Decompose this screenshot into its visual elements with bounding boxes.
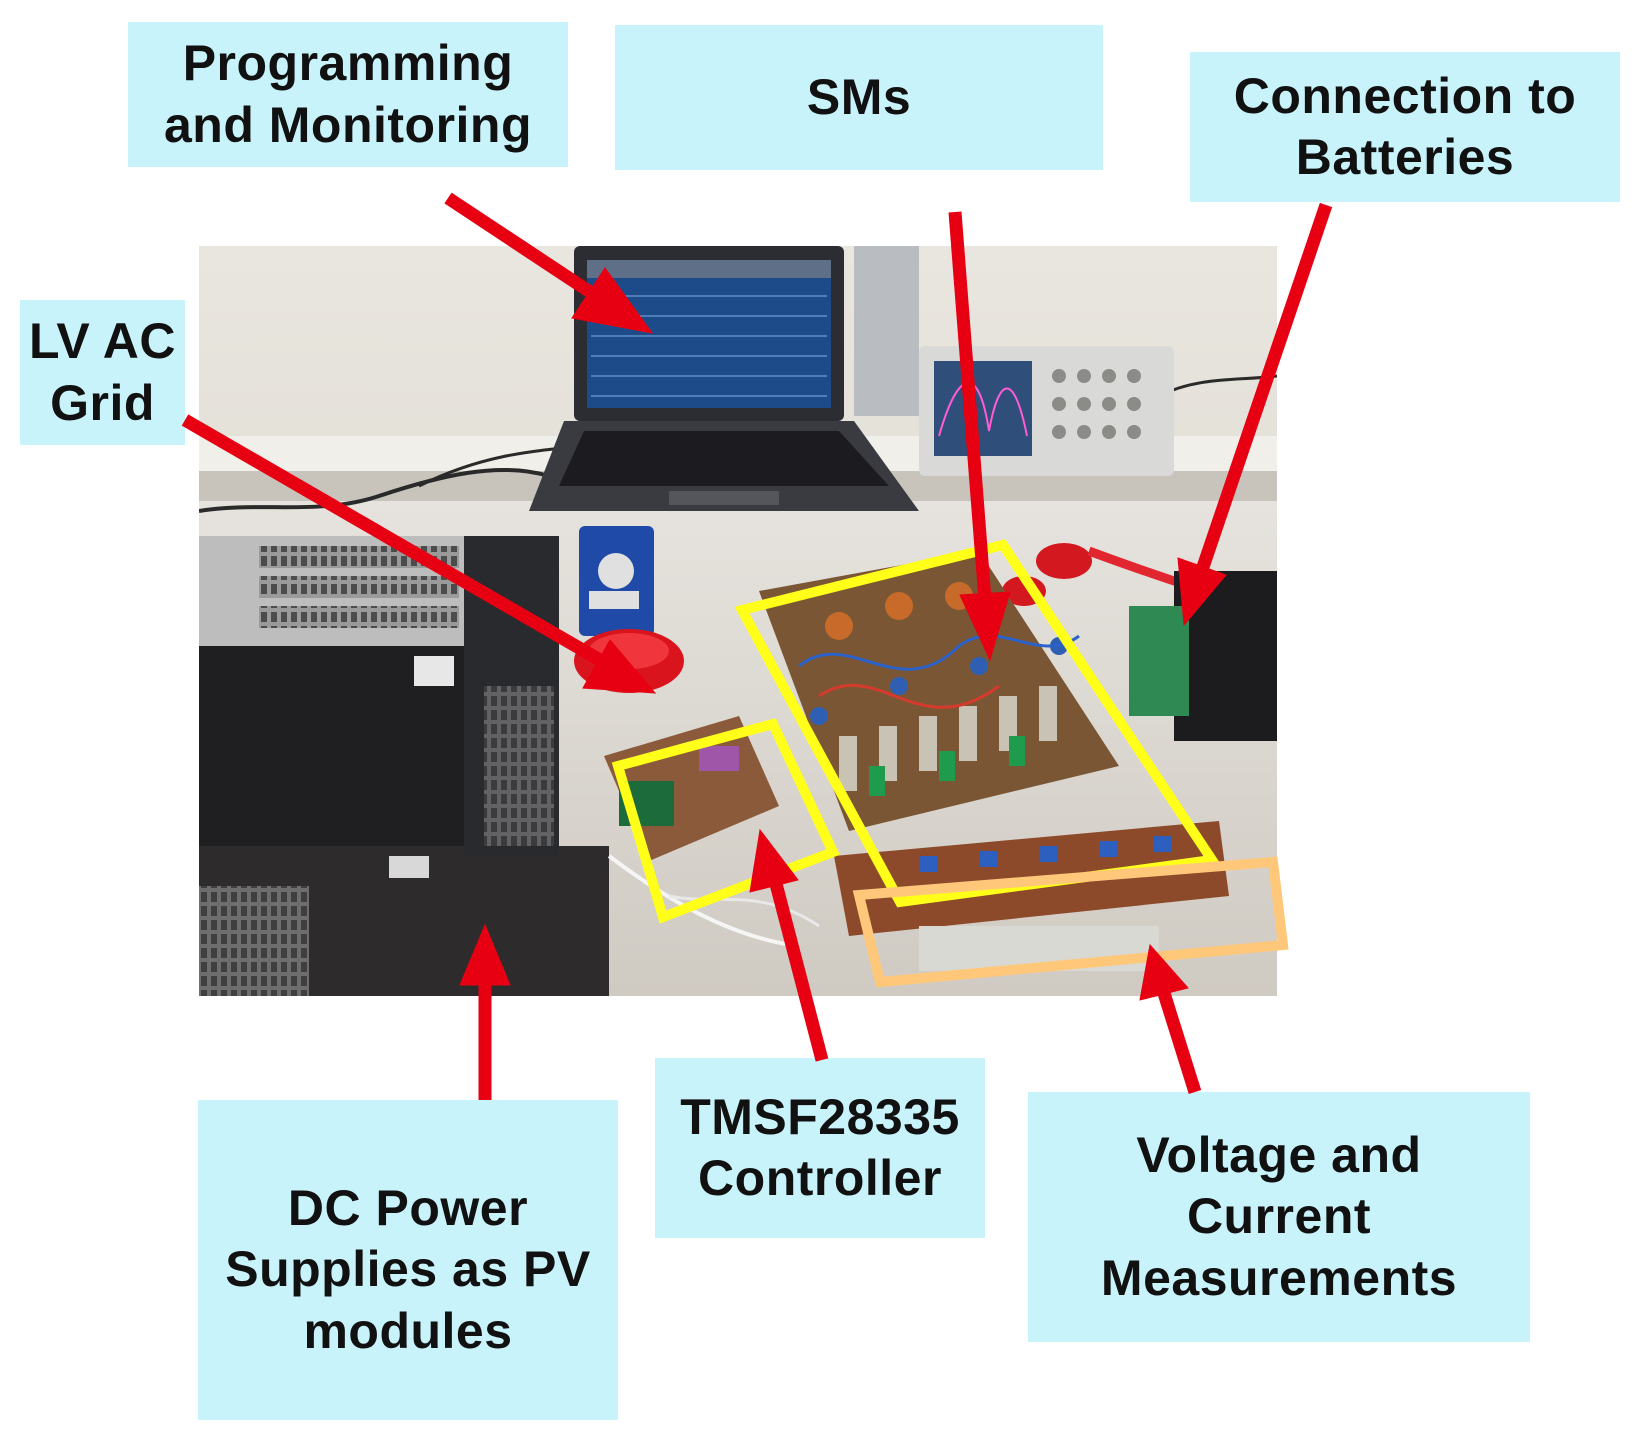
label-dc-power-supplies: DC Power Supplies as PV modules (198, 1100, 618, 1420)
label-lv-ac-grid: LV AC Grid (20, 300, 185, 445)
label-connection-to-batteries: Connection to Batteries (1190, 52, 1620, 202)
metal-panel (854, 246, 919, 416)
label-sms: SMs (615, 25, 1103, 170)
label-programming-and-monitoring: Programming and Monitoring (128, 22, 568, 167)
label-voltage-current-measurements: Voltage and Current Measurements (1028, 1092, 1530, 1342)
oscilloscope (919, 346, 1174, 476)
test-bench-photo (199, 246, 1277, 996)
arrow-measurements (1156, 988, 1202, 1094)
label-tmsf28335-controller: TMSF28335 Controller (655, 1058, 985, 1238)
